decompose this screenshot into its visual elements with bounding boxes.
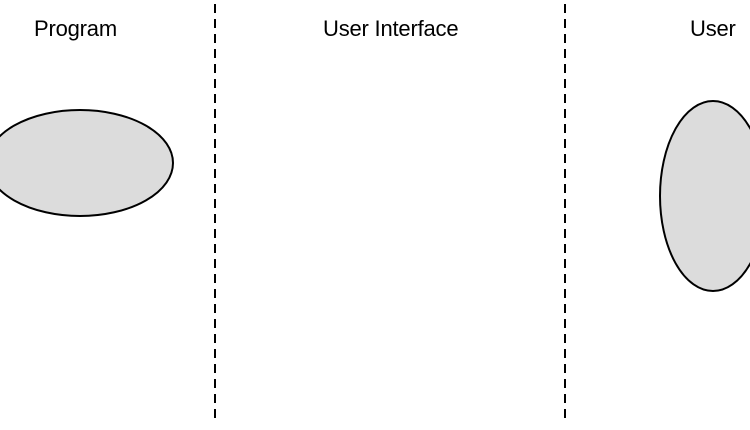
column-label-user: User	[690, 16, 736, 41]
user-ellipse	[659, 100, 750, 292]
program-ellipse	[0, 109, 174, 217]
column-label-user-interface: User Interface	[323, 16, 459, 41]
column-label-program: Program	[34, 16, 117, 41]
